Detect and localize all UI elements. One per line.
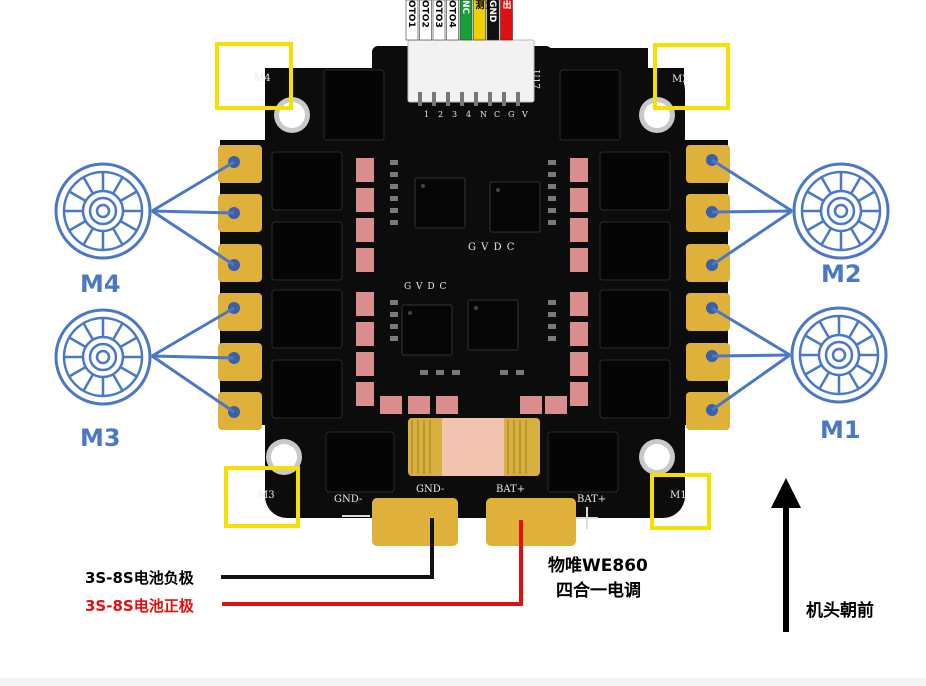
connector-pin-label: N	[480, 110, 487, 119]
small-components	[390, 160, 556, 375]
silk-bat-center: BAT+	[496, 484, 526, 495]
signal-connector	[407, 39, 535, 106]
negative-lead-label: 3S-8S电池负极	[85, 569, 194, 587]
signal-wire	[486, 0, 500, 41]
silk-m1: M1	[670, 490, 687, 501]
signal-wire	[459, 0, 473, 41]
signal-wire-label: 监测	[473, 0, 494, 9]
footer-strip	[0, 678, 926, 686]
forward-arrow	[771, 478, 801, 632]
product-type: 四合一电调	[556, 581, 641, 601]
shunt-resistor	[408, 418, 540, 476]
motor-m3	[54, 308, 152, 406]
product-model: 物唯WE860	[548, 556, 648, 576]
signal-wire-label: OTO3	[433, 0, 443, 28]
signal-wire	[446, 0, 459, 41]
signal-wire-label: 输出	[500, 0, 521, 9]
signal-wire-label: OTO1	[406, 0, 416, 28]
positive-lead-label: 3S-8S电池正极	[85, 597, 194, 615]
signal-wires	[405, 0, 513, 41]
signal-wire-label: OTO2	[419, 0, 430, 28]
motor-label-m2: M2	[821, 260, 862, 288]
motor-m2	[792, 162, 890, 260]
silk-gvdc-bottom: G V D C	[404, 282, 448, 292]
motor-label-m3: M3	[80, 424, 121, 452]
passive-components	[356, 158, 588, 414]
silk-gnd-left: GND-	[334, 494, 363, 505]
motor-label-m4: M4	[80, 270, 121, 298]
motor-m1	[790, 306, 888, 404]
connector-pin-label: 2	[438, 110, 444, 119]
connector-pin-label: 1	[424, 110, 430, 119]
connector-pin-label: V	[522, 110, 528, 119]
connector-pin-label: 3	[452, 110, 458, 119]
signal-wire-label: OTO4	[446, 0, 457, 28]
signal-wire	[432, 0, 446, 41]
connector-pin-label: G	[508, 110, 515, 119]
signal-wire	[405, 0, 419, 41]
signal-wire-label: GND	[487, 0, 497, 23]
motor-wires	[151, 158, 793, 414]
signal-wire	[419, 0, 432, 41]
connector-pin-label: C	[494, 110, 501, 119]
motor-label-m1: M1	[820, 416, 861, 444]
highlight-boxes	[215, 42, 730, 530]
silk-m2: M2	[672, 74, 689, 85]
battery-lead-negative	[221, 518, 434, 579]
silk-gnd-center: GND-	[416, 484, 445, 495]
silk-gvdc-top: G V D C	[468, 242, 516, 253]
connector-pin-label: 4	[466, 110, 472, 119]
motor-m4	[54, 162, 152, 260]
mosfets	[271, 69, 671, 493]
signal-wire	[473, 0, 486, 41]
battery-lead-positive	[222, 520, 523, 606]
orientation-label: 机头朝前	[806, 601, 874, 621]
signal-wire	[500, 0, 513, 41]
signal-wire-label: NC	[460, 0, 470, 15]
silk-u17: U17	[530, 70, 540, 90]
silk-m4: M4	[254, 73, 271, 84]
power-pads	[342, 498, 598, 546]
silk-bat-right: BAT+	[577, 494, 607, 505]
silk-m3: M3	[258, 490, 275, 501]
